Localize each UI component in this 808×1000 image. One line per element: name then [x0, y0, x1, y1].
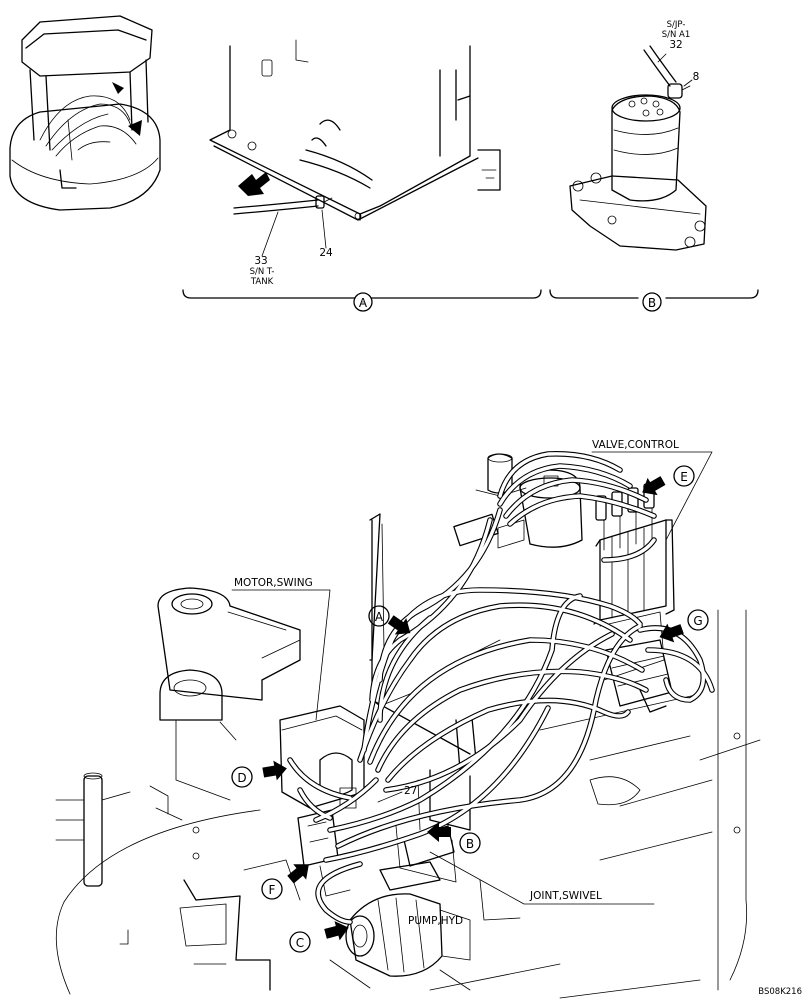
hose-line-core: [314, 778, 378, 822]
svg-text:E: E: [680, 470, 688, 484]
callout-g: G: [687, 609, 709, 631]
valve-control-label: VALVE,CONTROL: [592, 439, 679, 451]
hose-line-core: [316, 862, 362, 924]
item-27-number: 27: [404, 785, 417, 797]
callout-c: C: [289, 931, 311, 953]
svg-text:B: B: [648, 296, 656, 310]
svg-text:A: A: [359, 296, 368, 310]
svg-text:B: B: [466, 837, 474, 851]
svg-text:G: G: [693, 614, 702, 628]
hose-line-core: [358, 603, 632, 762]
hose-line-core: [602, 538, 656, 562]
hose-line-core: [498, 452, 622, 498]
motor-swing-label: MOTOR,SWING: [234, 577, 313, 589]
svg-text:F: F: [269, 883, 276, 897]
hose-line-core: [384, 632, 614, 792]
callout-e: E: [673, 465, 695, 487]
arrow-f: [284, 856, 316, 888]
hose-line-core: [298, 788, 332, 820]
hose-line-core: [336, 624, 642, 848]
hose-line-core: [378, 508, 502, 682]
detail-b-bracket: [549, 289, 759, 299]
hose-line-core: [504, 478, 648, 518]
valve-control-leader: [591, 451, 713, 541]
detail-a-drawing: [209, 39, 501, 257]
hose-line-core: [378, 616, 432, 722]
callout-d: D: [231, 766, 253, 788]
item-33-serial-note-line2: TANK: [250, 277, 274, 287]
hose-line-core: [288, 758, 352, 800]
hose-line-core: [370, 518, 492, 702]
motor-swing-leader: [231, 589, 331, 721]
hose-line-core: [376, 669, 648, 772]
callout-f: F: [261, 878, 283, 900]
item-33-serial-note-line1: S/N T-: [250, 267, 275, 277]
view-b-marker: B: [642, 292, 662, 312]
pump-hyd-label: PUMP,HYD: [408, 915, 463, 927]
item-32-serial-note-line1: S/JP-: [667, 20, 686, 30]
hose-line-core: [328, 594, 582, 832]
joint-swivel-leader: [429, 851, 655, 905]
callout-a: A: [368, 605, 390, 627]
svg-text:A: A: [375, 610, 384, 624]
detail-b-drawing: [569, 45, 707, 251]
item-32-serial-note-line2: S/N A1: [662, 30, 691, 40]
view-a-marker: A: [353, 292, 373, 312]
joint-swivel-label: JOINT,SWIVEL: [529, 890, 602, 902]
item-27-leader: [377, 791, 403, 803]
item-32-number: 32: [669, 39, 682, 51]
hose-line-core: [386, 698, 630, 782]
arrow-d: [261, 758, 289, 783]
hydraulic-hose-bundle: [287, 451, 715, 925]
detail-a-bracket: [182, 289, 542, 303]
machine-overview-thumbnail: [9, 15, 161, 211]
callout-b: B: [459, 832, 481, 854]
hose-line-core: [508, 494, 656, 526]
hose-line-core: [646, 648, 714, 692]
item-8-number: 8: [693, 71, 700, 83]
drawing-code: BS08K216: [758, 987, 802, 997]
item-24-number: 24: [319, 247, 333, 259]
item-33-number: 33: [254, 255, 267, 267]
svg-text:C: C: [296, 936, 304, 950]
hose-line-core: [498, 464, 632, 506]
svg-text:D: D: [237, 771, 246, 785]
